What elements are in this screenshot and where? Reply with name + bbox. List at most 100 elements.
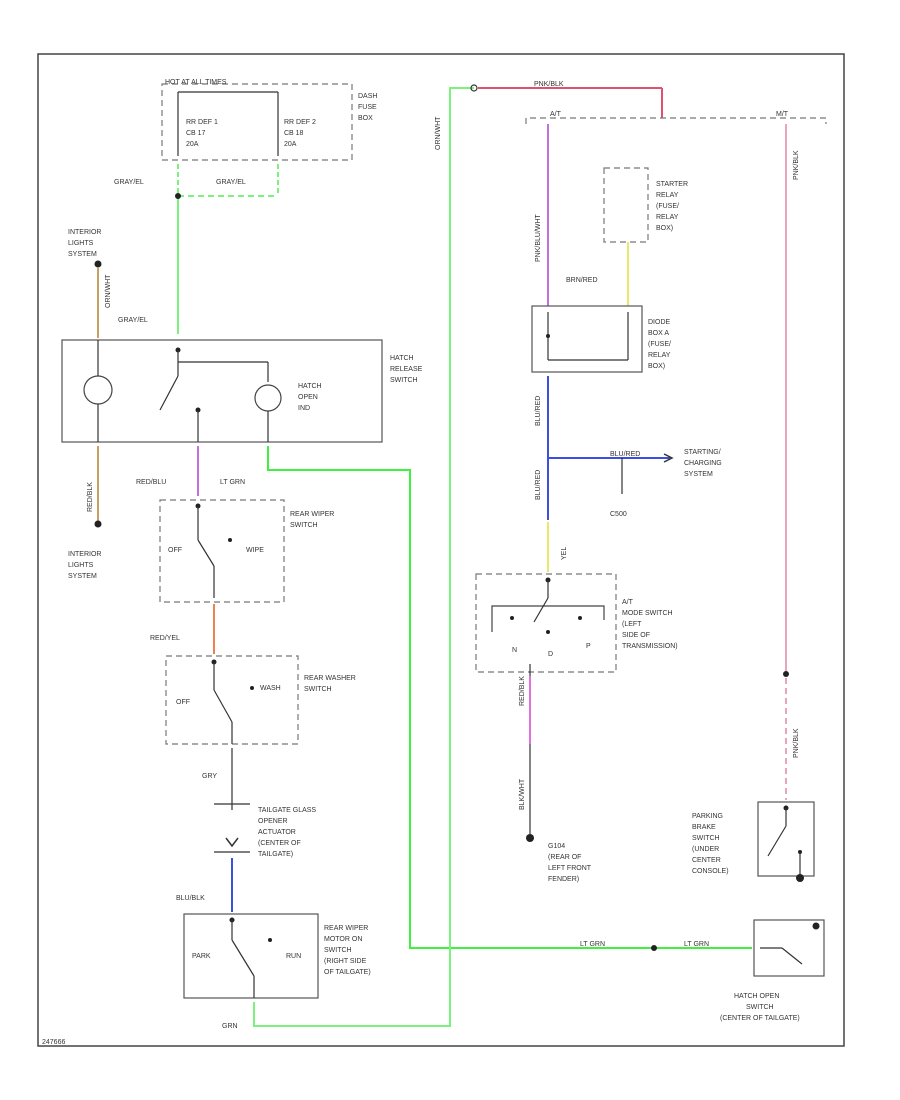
hatch-open-ind-2: OPEN (298, 394, 318, 401)
g104-2: (REAR OF (548, 854, 581, 861)
cb2-label-3: 20A (284, 141, 297, 148)
hatch-open-switch-2: SWITCH (746, 1004, 774, 1011)
switch-blade (159, 375, 179, 411)
parking-brake-outline (757, 801, 815, 877)
arrow-to-starting (663, 453, 674, 463)
wire-label-gry-yel-3: GRAY/EL (118, 317, 148, 324)
rw-wipe-label: WIPE (246, 547, 264, 554)
parking-brake-2: BRAKE (692, 824, 716, 831)
at-p-label: P (586, 643, 591, 650)
wire-label-red-yel: RED/YEL (150, 635, 180, 642)
rw-off-label: OFF (168, 547, 182, 554)
wire-label-grn: GRN (222, 1023, 238, 1030)
rwm-park-label: PARK (192, 953, 211, 960)
cb2-label-1: RR DEF 2 (284, 119, 316, 126)
starter-relay-3: (FUSE/ (656, 203, 679, 210)
at-mode-4: SIDE OF (622, 632, 650, 639)
interior-top-2: LIGHTS (68, 240, 94, 247)
wire-label-gry: GRY (202, 773, 217, 780)
cb1-label-3: 20A (186, 141, 199, 148)
starter-relay-outline (603, 167, 649, 243)
at-mt-bracket (525, 117, 827, 124)
wire-label-lt-grn-3: LT GRN (684, 941, 709, 948)
hos-blade (781, 947, 803, 965)
at-blade (533, 597, 549, 623)
interior-bottom-1: INTERIOR (68, 551, 101, 558)
diode-box-outline (531, 305, 643, 373)
wire-label-blu-red-h: BLU/RED (610, 451, 640, 458)
dash-fuse-box: HOT AT ALL TIMES RR DEF 1 CB 17 20A RR D… (161, 79, 377, 161)
mt-label: M/T (776, 111, 789, 118)
diagram-border (37, 53, 845, 1047)
starter-relay-2: RELAY (656, 192, 679, 199)
rear-wiper-motor-2: MOTOR ON (324, 936, 362, 943)
wire-lt-grn-long (267, 446, 752, 949)
wire-label-blk-wht: BLK/WHT (519, 778, 526, 810)
rws-wash-label: WASH (260, 685, 281, 692)
rw-blade (197, 539, 215, 567)
interior-bottom-2: LIGHTS (68, 562, 94, 569)
actuator-5: TAILGATE) (258, 851, 293, 858)
at-mode-3: (LEFT (622, 621, 642, 628)
hatch-open-ind-3: IND (298, 405, 310, 412)
g104-4: FENDER) (548, 876, 579, 883)
interior-top-3: SYSTEM (68, 251, 97, 258)
wire-label-orn-wht-right: ORN/WHT (435, 116, 442, 150)
at-mode-switch-outline (475, 573, 617, 673)
at-contact-n (510, 616, 514, 620)
diode-box-4: RELAY (648, 352, 671, 359)
diode-terminal (546, 334, 550, 338)
hatch-release-switch: HATCH OPEN IND HATCH RELEASE SWITCH (61, 339, 423, 443)
starter-relay-1: STARTER (656, 181, 688, 188)
g104-3: LEFT FRONT (548, 865, 592, 872)
rear-wiper-motor-3: SWITCH (324, 947, 352, 954)
rws-wash-contact (250, 686, 254, 690)
at-d-label: D (548, 651, 553, 658)
starter-relay: STARTER RELAY (FUSE/ RELAY BOX) (603, 167, 688, 243)
hos-ground (812, 922, 820, 930)
grn-terminal (470, 84, 478, 92)
rear-washer-switch-2: SWITCH (304, 686, 332, 693)
actuator-symbol (225, 837, 239, 848)
rws-off-label: OFF (176, 699, 190, 706)
rear-wiper-motor-switch: PARK RUN REAR WIPER MOTOR ON SWITCH (RIG… (183, 913, 371, 999)
mt-connector (783, 671, 789, 677)
parking-brake-5: CENTER (692, 857, 721, 864)
parking-brake-6: CONSOLE) (692, 868, 729, 875)
wire-label-lt-grn-1: LT GRN (220, 479, 245, 486)
actuator-1: TAILGATE GLASS (258, 807, 316, 814)
diode-box-a: DIODE BOX A (FUSE/ RELAY BOX) (531, 305, 671, 373)
rear-wiper-motor-4: (RIGHT SIDE (324, 958, 367, 965)
diagram-code: 247666 (42, 1039, 65, 1046)
at-n-label: N (512, 647, 517, 654)
actuator-4: (CENTER OF (258, 840, 301, 847)
wire-label-lt-grn-2: LT GRN (580, 941, 605, 948)
wire-label-red-blk-left: RED/BLK (87, 482, 94, 512)
cb2-label-2: CB 18 (284, 130, 304, 137)
wire-label-pnk-blk-right: PNK/BLK (793, 150, 800, 180)
rear-washer-switch-1: REAR WASHER (304, 675, 356, 682)
hatch-open-indicator-icon (254, 384, 282, 412)
rear-wiper-motor-1: REAR WIPER (324, 925, 368, 932)
fuse-box-name-2: FUSE (358, 104, 377, 111)
wire-label-pnk-blu: PNK/BLU/WHT (535, 213, 542, 262)
pb-ground (796, 874, 804, 882)
diode-box-2: BOX A (648, 330, 669, 337)
interior-bottom-3: SYSTEM (68, 573, 97, 580)
fuse-box-name-1: DASH (358, 93, 377, 100)
parking-brake-switch: PARKING BRAKE SWITCH (UNDER CENTER CONSO… (692, 801, 815, 882)
wire-grn-return (253, 87, 474, 1027)
tailgate-glass-actuator: TAILGATE GLASS OPENER ACTUATOR (CENTER O… (214, 803, 316, 858)
actuator-2: OPENER (258, 818, 288, 825)
wire-label-yel: YEL (561, 547, 568, 560)
interior-lamp-icon (83, 375, 113, 405)
rws-blade (213, 689, 233, 723)
rwm-blade (231, 939, 255, 977)
starting-2: CHARGING (684, 460, 722, 467)
hatch-open-switch: HATCH OPEN SWITCH (CENTER OF TAILGATE) (720, 919, 825, 1022)
hatch-open-switch-outline (753, 919, 825, 977)
wire-label-gry-yel-2: GRAY/EL (216, 179, 246, 186)
rwm-run-contact (268, 938, 272, 942)
rear-wiper-switch-outline (159, 499, 285, 603)
